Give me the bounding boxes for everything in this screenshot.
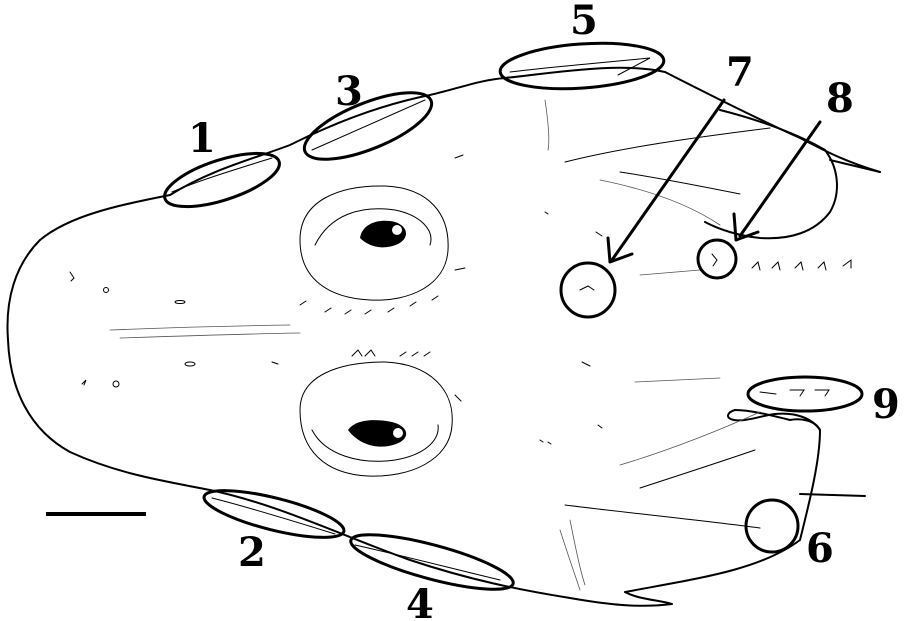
lower-interior-contour [565, 505, 760, 528]
gill-curve-lower-2 [560, 530, 580, 590]
snout-line-2 [120, 333, 300, 338]
label-1: 1 [188, 115, 216, 162]
gill-curve-lower [570, 520, 585, 585]
dorsal-lobe-upper [705, 110, 837, 238]
pore-lower [185, 362, 195, 366]
label-4: 4 [406, 581, 434, 621]
label-7: 7 [726, 49, 754, 96]
region-9-ellipse [748, 377, 862, 411]
label-9: 9 [872, 381, 900, 428]
label-2: 2 [238, 529, 266, 576]
nostril-upper [104, 288, 109, 293]
region-8-circle [698, 240, 736, 278]
lower-eye-highlight [393, 428, 403, 438]
region-detail-strokes [172, 58, 829, 580]
lower-interior-ridge [640, 450, 755, 488]
upper-right-line [830, 160, 880, 172]
upper-interior-contour [565, 128, 770, 162]
head-outline [7, 68, 880, 606]
gill-curve-upper [545, 100, 549, 150]
arrow-8-shaft [740, 122, 820, 236]
arrow-7-shaft [612, 100, 724, 260]
label-6: 6 [806, 525, 834, 572]
nostril-lower [113, 381, 119, 387]
label-3: 3 [335, 68, 363, 115]
region-3-ellipse [296, 79, 439, 173]
mid-line-lower [635, 378, 720, 382]
pore-upper [175, 301, 185, 304]
region-2-ellipse [200, 481, 347, 547]
label-8: 8 [826, 75, 854, 122]
spine-marks [70, 155, 851, 444]
region-7-circle [561, 263, 615, 317]
region-6-circle [746, 500, 798, 552]
lower-eye-socket [300, 362, 452, 476]
label-5: 5 [570, 0, 598, 44]
upper-interior-ridge [620, 172, 740, 194]
upper-eye-highlight [392, 225, 402, 235]
mid-line-upper [640, 270, 700, 275]
snout-line [110, 325, 290, 330]
region-5-ellipse [499, 38, 666, 93]
region-1-ellipse [159, 142, 285, 217]
